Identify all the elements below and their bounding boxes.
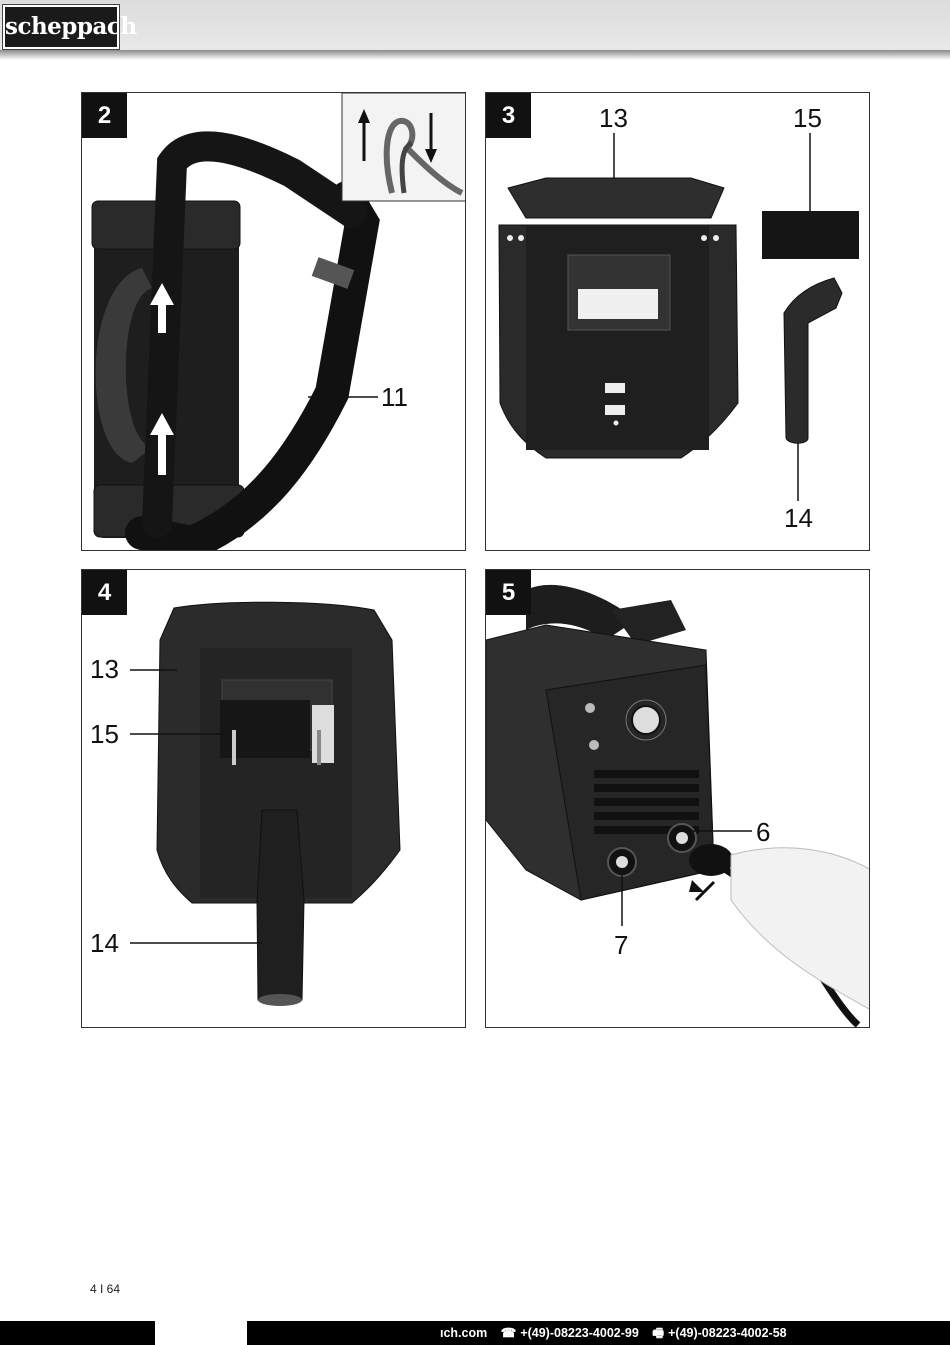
brand-logo: scheppach	[2, 4, 137, 50]
callout-label: 14	[90, 928, 119, 958]
figure-number-badge: 2	[82, 93, 127, 138]
fax-icon: 🖷	[652, 1326, 665, 1340]
figure-2-panel: 2 11	[81, 92, 466, 551]
footer-bar: ıch.com ☎+(49)-08223-4002-99 🖷+(49)-0822…	[0, 1321, 950, 1345]
footer-contact: ıch.com ☎+(49)-08223-4002-99 🖷+(49)-0822…	[440, 1324, 797, 1342]
figure-4-illustration	[130, 601, 401, 1006]
header-shadow	[0, 50, 950, 60]
figure-2-illustration	[91, 93, 465, 550]
callout-label: 13	[599, 103, 628, 133]
callout-label: 13	[90, 654, 119, 684]
callout-label: 7	[614, 930, 629, 960]
callout-label: 15	[793, 103, 822, 133]
phone-icon: ☎	[500, 1326, 517, 1340]
page-number: 4 I 64	[90, 1282, 121, 1296]
figure-5-illustration	[486, 584, 869, 1027]
figure-3-panel: 3 13 15 14	[485, 92, 870, 551]
header-band	[0, 0, 950, 50]
figure-number-badge: 3	[486, 93, 531, 138]
callout-label: 15	[90, 719, 119, 749]
callout-label: 11	[381, 382, 408, 412]
figure-number-badge: 5	[486, 570, 531, 615]
fax-number: +(49)-08223-4002-58	[668, 1326, 787, 1340]
figure-4-panel: 4 13 15 14	[81, 569, 466, 1028]
callout-label: 14	[784, 503, 813, 533]
figure-3-illustration	[498, 133, 859, 501]
footer-gap	[155, 1321, 247, 1345]
callout-label: 6	[756, 817, 771, 847]
figure-5-panel: 5 6 7	[485, 569, 870, 1028]
figure-number-badge: 4	[82, 570, 127, 615]
website-link[interactable]: ıch.com	[440, 1326, 488, 1340]
phone-number: +(49)-08223-4002-99	[520, 1326, 639, 1340]
